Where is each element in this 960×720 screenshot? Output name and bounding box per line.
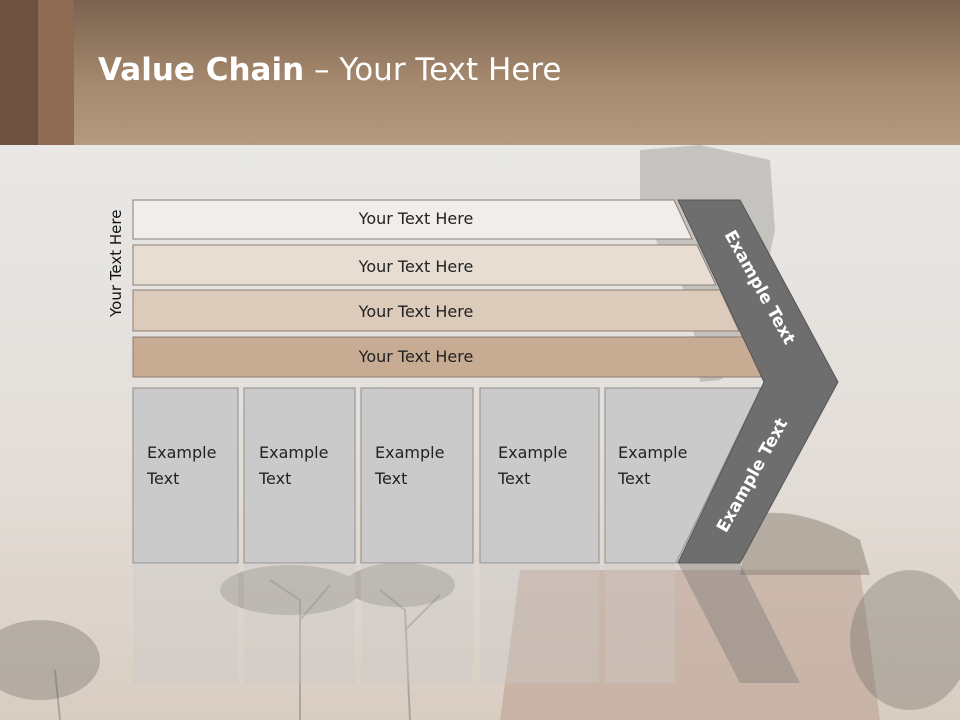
primary-activity-box — [132, 387, 239, 564]
header-bar — [0, 0, 960, 145]
primary-activity-box — [360, 387, 474, 564]
support-row-label: Your Text Here — [358, 257, 474, 276]
title-rest: – Your Text Here — [304, 52, 562, 88]
primary-activity-box — [479, 387, 600, 564]
slide-title: Value Chain – Your Text Here — [98, 52, 561, 88]
primary-box-line: Text — [497, 469, 530, 488]
primary-activity-box — [243, 387, 356, 564]
margin-chevron — [677, 199, 839, 564]
diagram-reflection — [133, 563, 800, 683]
support-row-label: Your Text Here — [358, 302, 474, 321]
primary-box-line: Text — [374, 469, 407, 488]
support-row — [132, 244, 717, 286]
primary-box-line: Example — [259, 443, 328, 462]
support-row-label: Your Text Here — [358, 209, 474, 228]
primary-box-line: Text — [258, 469, 291, 488]
header-accent-strip — [0, 0, 38, 145]
support-row — [132, 289, 740, 332]
title-bold: Value Chain — [98, 52, 305, 88]
primary-box-line: Text — [617, 469, 650, 488]
primary-box-line: Example — [147, 443, 216, 462]
support-row — [132, 199, 693, 240]
support-row-label: Your Text Here — [358, 347, 474, 366]
primary-activity-box — [604, 387, 761, 564]
primary-box-line: Text — [146, 469, 179, 488]
header-accent-strip — [38, 0, 74, 145]
primary-box-line: Example — [618, 443, 687, 462]
primary-box-line: Example — [375, 443, 444, 462]
primary-box-line: Example — [498, 443, 567, 462]
